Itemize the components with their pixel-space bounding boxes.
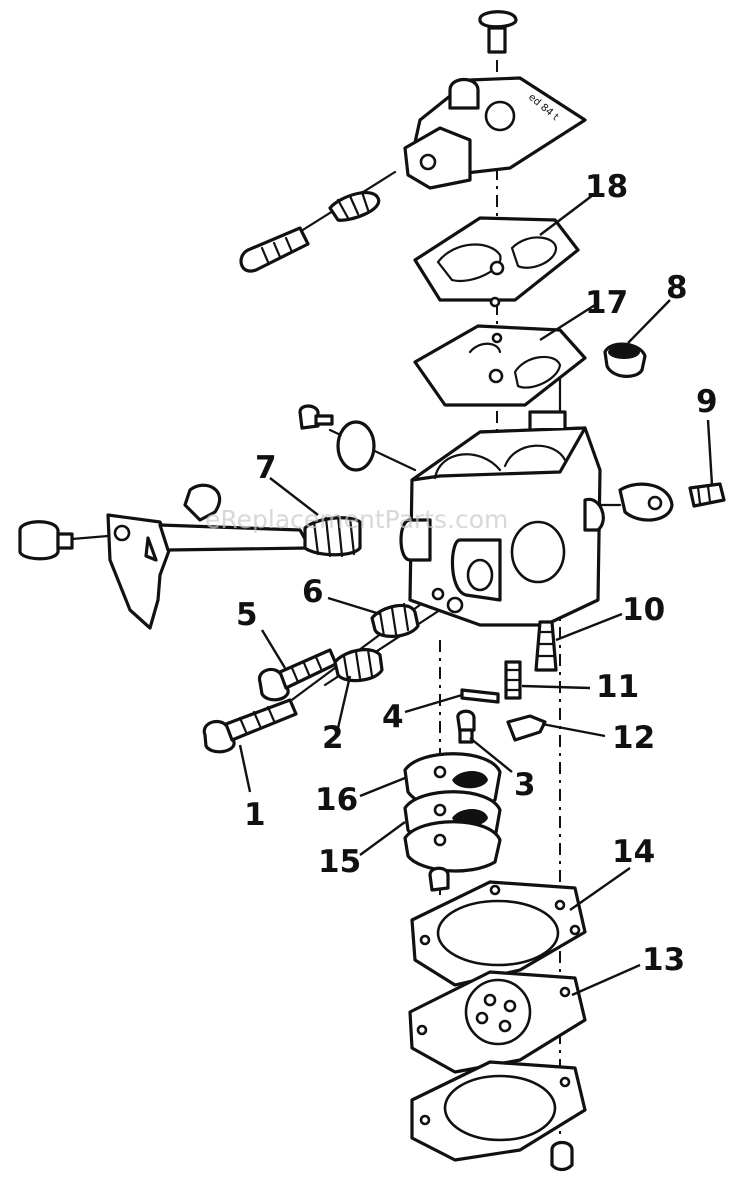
valve-plates: [403, 752, 502, 873]
callout-5: 5: [236, 597, 258, 633]
callout-11: 11: [596, 669, 639, 705]
callout-6: 6: [302, 574, 324, 610]
gasket-screw: [428, 866, 450, 892]
callout-12: 12: [612, 720, 655, 756]
callout-1: 1: [244, 797, 266, 833]
cup-plug-8: [603, 342, 647, 378]
idle-screw-5: [257, 648, 338, 702]
callout-4: 4: [382, 699, 404, 735]
callout-15: 15: [318, 844, 361, 880]
spring-2: [333, 648, 384, 683]
callout-13: 13: [642, 942, 685, 978]
callout-7: 7: [255, 450, 277, 486]
carburetor-body: [399, 410, 605, 627]
gasket-18: [413, 216, 580, 308]
callout-9: 9: [696, 384, 718, 420]
pump-diaphragm-17: [413, 324, 587, 407]
callout-2: 2: [322, 720, 344, 756]
top-adjust-screw: [239, 190, 381, 273]
throttle-spring-7: [303, 514, 362, 558]
callout-leaders: [238, 194, 714, 997]
callout-labels: 1 2 3 4 5 6 7 8 9 10 11 12 13 14 15 16 1…: [236, 169, 718, 978]
callout-16: 16: [315, 782, 358, 818]
callout-14: 14: [612, 834, 655, 870]
callout-17: 17: [585, 285, 628, 321]
metering-diaphragm-13: [408, 970, 587, 1074]
gasket-14: [410, 880, 587, 987]
main-screw-1: [202, 698, 298, 754]
body-screw-washer: [298, 404, 376, 472]
callout-10: 10: [622, 592, 665, 628]
pump-cover: ed 84 t: [403, 10, 587, 190]
throttle-lever: [18, 483, 312, 630]
clip-screw-9: [618, 482, 726, 522]
watermark: eReplacementParts.com: [205, 505, 508, 534]
callout-8: 8: [666, 270, 688, 306]
callout-18: 18: [585, 169, 628, 205]
callout-3: 3: [514, 767, 536, 803]
metering-parts: [456, 620, 558, 744]
metering-cover: [410, 1060, 587, 1172]
spring-6: [370, 602, 420, 638]
